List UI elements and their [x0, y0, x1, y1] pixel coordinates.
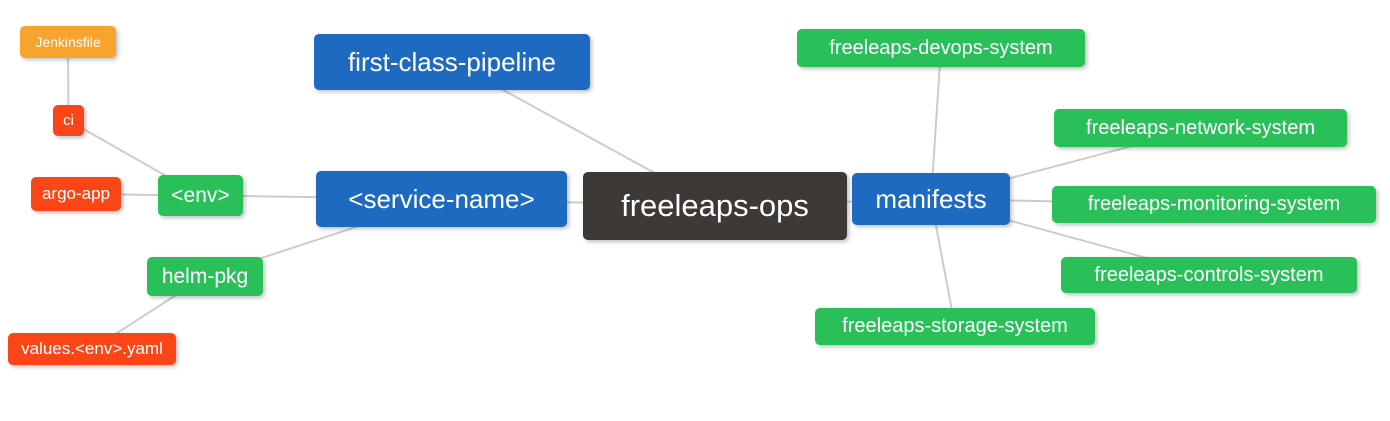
node-ci[interactable]: ci	[53, 105, 84, 136]
node-first-class-pipeline[interactable]: first-class-pipeline	[314, 34, 590, 90]
node-argo-app[interactable]: argo-app	[31, 177, 121, 211]
node-service-name[interactable]: <service-name>	[316, 171, 567, 227]
node-manifests[interactable]: manifests	[852, 173, 1010, 225]
node-helm-pkg[interactable]: helm-pkg	[147, 257, 263, 296]
node-freeleaps-controls-system[interactable]: freeleaps-controls-system	[1061, 257, 1357, 293]
node-freeleaps-storage-system[interactable]: freeleaps-storage-system	[815, 308, 1095, 345]
node-freeleaps-ops-root[interactable]: freeleaps-ops	[583, 172, 847, 240]
node-freeleaps-network-system[interactable]: freeleaps-network-system	[1054, 109, 1347, 147]
node-freeleaps-monitoring-system[interactable]: freeleaps-monitoring-system	[1052, 186, 1376, 223]
node-env[interactable]: <env>	[158, 175, 243, 216]
node-freeleaps-devops-system[interactable]: freeleaps-devops-system	[797, 29, 1085, 67]
node-values-env-yaml[interactable]: values.<env>.yaml	[8, 333, 176, 365]
node-jenkinsfile[interactable]: Jenkinsfile	[20, 26, 116, 58]
